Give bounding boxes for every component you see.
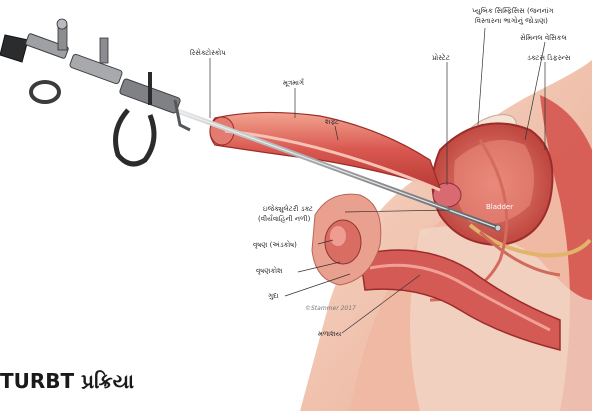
label-penis: શફ્ટ (325, 118, 339, 126)
label-rectum: મળાશય (318, 330, 342, 338)
label-ejaculatory-duct-line1: ઇજેક્યુલેટરી ડક્ટ (263, 204, 313, 213)
label-prostate: પ્રોસ્ટેટ (431, 53, 450, 62)
label-scrotum: વૃષણકોશ (256, 266, 283, 275)
label-resectoscope: રિસેક્ટોસ્કોપ (190, 48, 226, 57)
label-ejaculatory-duct-line2: (વીર્યવાહિની નળી) (258, 214, 311, 223)
label-urethra: મૂત્રમાર્ગ (283, 78, 304, 87)
page-title: TURBT પ્રક્રિયા (0, 369, 134, 393)
label-testis: વૃષણ (અંડકોષ) (253, 240, 297, 249)
artist-signature: ©Stammer 2017 (305, 305, 356, 312)
testis (325, 220, 361, 264)
label-ductus-deferens: ડક્ટસ ડિફરન્સ (527, 53, 571, 62)
label-pubic-symphysis-line1: પ્યુબિક સિમ્ફિસિસ (જનનાંગ (472, 6, 554, 15)
label-pubic-symphysis-line2: વિસ્તારના ભાગોનું જોડાણ) (475, 16, 548, 25)
label-anus: ગુદા (268, 292, 279, 300)
label-seminal-vesicle: સેમિનલ વેસિકલ (520, 33, 567, 42)
label-bladder: Bladder (486, 203, 513, 211)
